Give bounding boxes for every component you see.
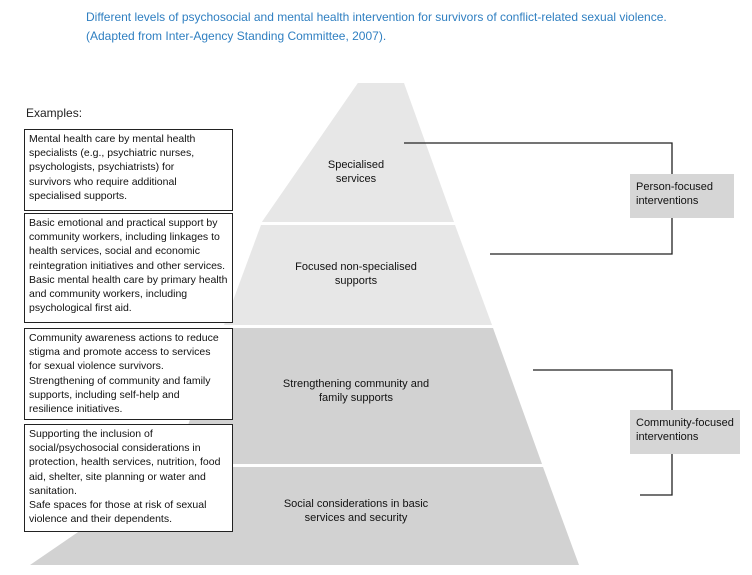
- example-line: Community awareness actions to reduce: [29, 332, 219, 344]
- example-line: reintegration initiatives and other serv…: [29, 259, 226, 272]
- group-label-line: Person-focused: [636, 181, 714, 193]
- example-box-community: Community awareness actions to reduce st…: [24, 328, 233, 420]
- tier-label-line: services: [335, 173, 377, 185]
- tier-label-line: Specialised: [327, 159, 385, 171]
- example-line: survivors who require additional: [29, 175, 177, 188]
- example-line: protection, health services, nutrition, …: [29, 456, 221, 469]
- example-line: aid, shelter, site planning or water and: [29, 470, 206, 483]
- caption-line-2: (Adapted from Inter-Agency Standing Comm…: [86, 29, 387, 43]
- group-label-line: interventions: [636, 431, 699, 443]
- example-box-focused: Basic emotional and practical support by…: [24, 213, 233, 323]
- tier-label-line: services and security: [304, 512, 408, 524]
- example-line: Basic mental health care by primary heal…: [29, 273, 228, 286]
- example-line: specialists (e.g., psychiatric nurses,: [29, 147, 195, 160]
- tier-label-line: family supports: [319, 392, 393, 404]
- example-line: psychological first aid.: [29, 302, 132, 315]
- example-line: Strengthening of community and family: [29, 374, 211, 387]
- tier-label-line: Strengthening community and: [282, 378, 430, 390]
- tier-label-focused: Focused non-specialised supports: [266, 260, 446, 288]
- tier-label-line: Focused non-specialised: [295, 261, 417, 273]
- example-line: specialised supports.: [29, 189, 128, 202]
- group-label-line: interventions: [636, 195, 699, 207]
- tier-label-specialised: Specialised services: [281, 158, 431, 186]
- pyramid-tier-focused: [224, 225, 492, 325]
- example-line: resilience initiatives.: [29, 403, 123, 416]
- person-focused-box: Person-focused interventions: [630, 174, 734, 218]
- example-line: Basic emotional and practical support by: [29, 217, 218, 229]
- tier-label-line: Social considerations in basic: [283, 498, 429, 510]
- example-line: Supporting the inclusion of: [29, 428, 153, 440]
- example-line: stigma and promote access to services: [29, 346, 211, 359]
- tier-label-basic: Social considerations in basic services …: [266, 497, 446, 525]
- example-line: violence and their dependents.: [29, 513, 173, 526]
- tier-label-community: Strengthening community and family suppo…: [266, 377, 446, 405]
- example-line: for sexual violence survivors.: [29, 360, 164, 373]
- example-line: supports, including self-help and: [29, 388, 180, 401]
- example-line: Safe spaces for those at risk of sexual: [29, 499, 207, 512]
- example-line: sanitation.: [29, 484, 77, 497]
- pyramid-tier-community: [174, 328, 542, 464]
- example-box-basic: Supporting the inclusion of social/psych…: [24, 424, 233, 532]
- example-line: psychologists, psychiatrists) for: [29, 161, 175, 174]
- example-line: health services, social and economic: [29, 245, 201, 258]
- pyramid-peak: [262, 83, 454, 222]
- examples-label: Examples:: [26, 106, 83, 120]
- example-line: and community workers, including: [29, 288, 188, 301]
- example-line: social/psychosocial considerations in: [29, 442, 201, 455]
- group-label-line: Community-focused: [636, 417, 734, 429]
- example-line: community workers, including linkages to: [29, 231, 220, 244]
- tier-label-line: supports: [334, 275, 378, 287]
- community-focused-box: Community-focused interventions: [630, 410, 740, 454]
- example-box-specialised: Mental health care by mental health spec…: [24, 129, 233, 211]
- caption-line-1: Different levels of psychosocial and men…: [86, 10, 667, 24]
- example-line: Mental health care by mental health: [29, 133, 196, 145]
